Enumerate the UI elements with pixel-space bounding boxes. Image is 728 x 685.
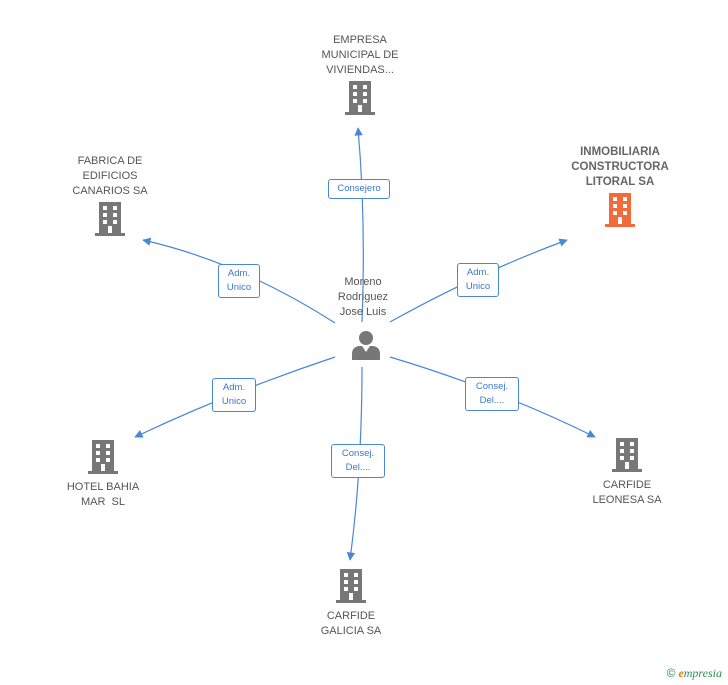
company-label: HOTEL BAHIA MAR SL — [66, 481, 140, 508]
company-node-fabrica[interactable]: FABRICA DE EDIFICIOS CANARIOS SA — [55, 154, 165, 236]
company-node-empresa[interactable]: EMPRESA MUNICIPAL DE VIVIENDAS... — [305, 33, 415, 115]
person-icon[interactable] — [352, 330, 380, 360]
building-icon — [95, 202, 125, 236]
edge-empresa — [354, 127, 364, 323]
brand-initial: e — [678, 666, 684, 680]
center-name-line-2: Rodriguez — [337, 291, 389, 303]
company-node-inmobiliaria[interactable]: INMOBILIARIA CONSTRUCTORA LITORAL SA — [555, 145, 685, 227]
copyright-symbol: © — [666, 666, 676, 680]
company-node-carfide-leonesa[interactable]: CARFIDE LEONESA SA — [572, 438, 682, 508]
relation-label-consejero[interactable]: Consejero — [328, 179, 390, 199]
building-icon — [605, 193, 635, 227]
building-icon — [612, 438, 642, 472]
building-icon — [88, 440, 118, 474]
building-icon — [345, 81, 375, 115]
brand-name: mpresia — [683, 666, 722, 680]
building-icon — [336, 569, 366, 603]
company-label: EMPRESA MUNICIPAL DE VIVIENDAS... — [321, 34, 399, 76]
empresia-watermark: © empresia — [667, 666, 722, 681]
center-name-line-1: Moreno — [344, 276, 382, 288]
company-node-hotel[interactable]: HOTEL BAHIA MAR SL — [48, 440, 158, 510]
company-node-carfide-galicia[interactable]: CARFIDE GALICIA SA — [296, 569, 406, 639]
relation-label-hotel[interactable]: Adm. Unico — [212, 378, 256, 412]
relation-label-inmobiliaria[interactable]: Adm. Unico — [457, 263, 499, 297]
relation-label-carfide-leonesa[interactable]: Consej. Del.... — [465, 377, 519, 411]
center-person-name[interactable]: Moreno Rodriguez Jose Luis — [318, 275, 408, 320]
company-label: INMOBILIARIA CONSTRUCTORA LITORAL SA — [571, 146, 669, 188]
relation-label-carfide-galicia[interactable]: Consej. Del.... — [331, 444, 385, 478]
relation-label-fabrica[interactable]: Adm. Unico — [218, 264, 260, 298]
company-label: CARFIDE LEONESA SA — [592, 479, 662, 506]
center-name-line-3: Jose Luis — [339, 306, 387, 318]
company-label: FABRICA DE EDIFICIOS CANARIOS SA — [72, 155, 148, 197]
company-label: CARFIDE GALICIA SA — [320, 610, 382, 637]
